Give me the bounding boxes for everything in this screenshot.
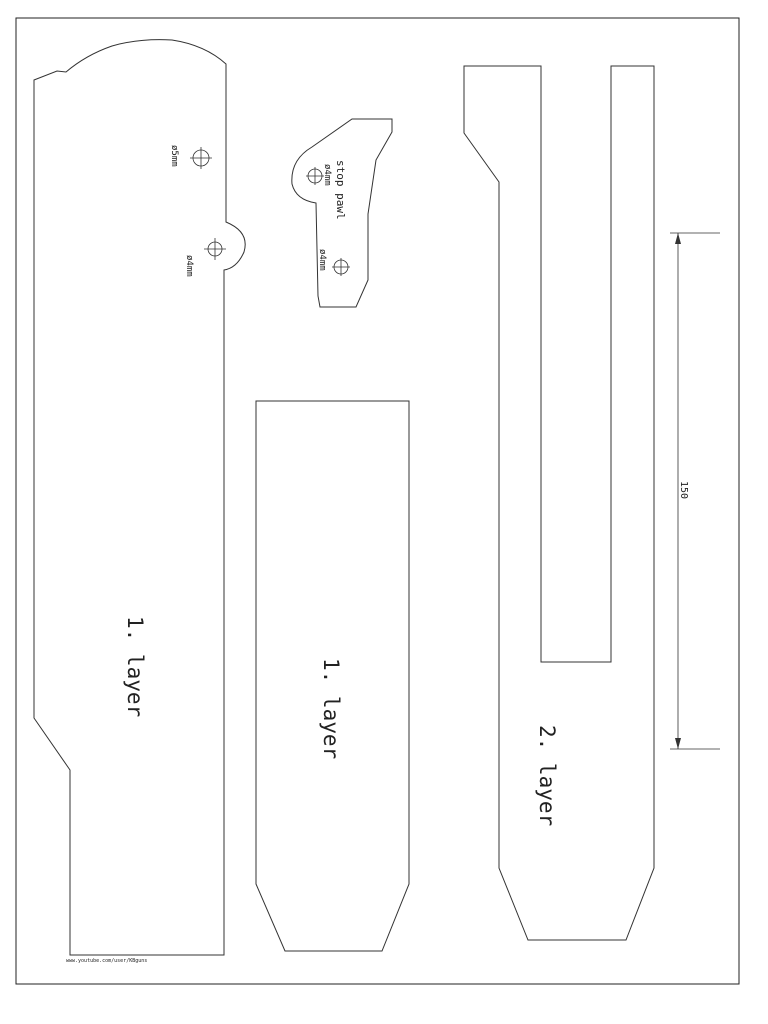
pawl-hole-bottom xyxy=(332,258,350,276)
hole-upper xyxy=(190,147,212,169)
pawl-hole-top xyxy=(306,167,324,185)
page-border xyxy=(15,17,740,985)
pawl-hole-top-label: ø4mm xyxy=(322,164,332,186)
left-layer-label: 1. layer xyxy=(123,616,147,717)
footer-credit: www.youtube.com/user/KBguns xyxy=(66,958,147,964)
right-layer-label: 2. layer xyxy=(535,725,559,826)
hole-lower-label: ø4mm xyxy=(184,255,194,277)
right-layer-outline xyxy=(463,65,655,941)
pawl-hole-bottom-label: ø4mm xyxy=(317,249,327,271)
left-layer-outline xyxy=(33,39,246,956)
dimension-label: 150 xyxy=(678,481,689,499)
middle-layer-label: 1. layer xyxy=(319,658,343,759)
dimension-150 xyxy=(670,232,720,750)
hole-lower xyxy=(204,238,226,260)
stop-pawl-label: stop pawl xyxy=(334,160,347,220)
hole-upper-label: ø5mm xyxy=(169,145,179,167)
stop-pawl-outline xyxy=(291,118,393,308)
middle-layer-outline xyxy=(255,400,410,952)
